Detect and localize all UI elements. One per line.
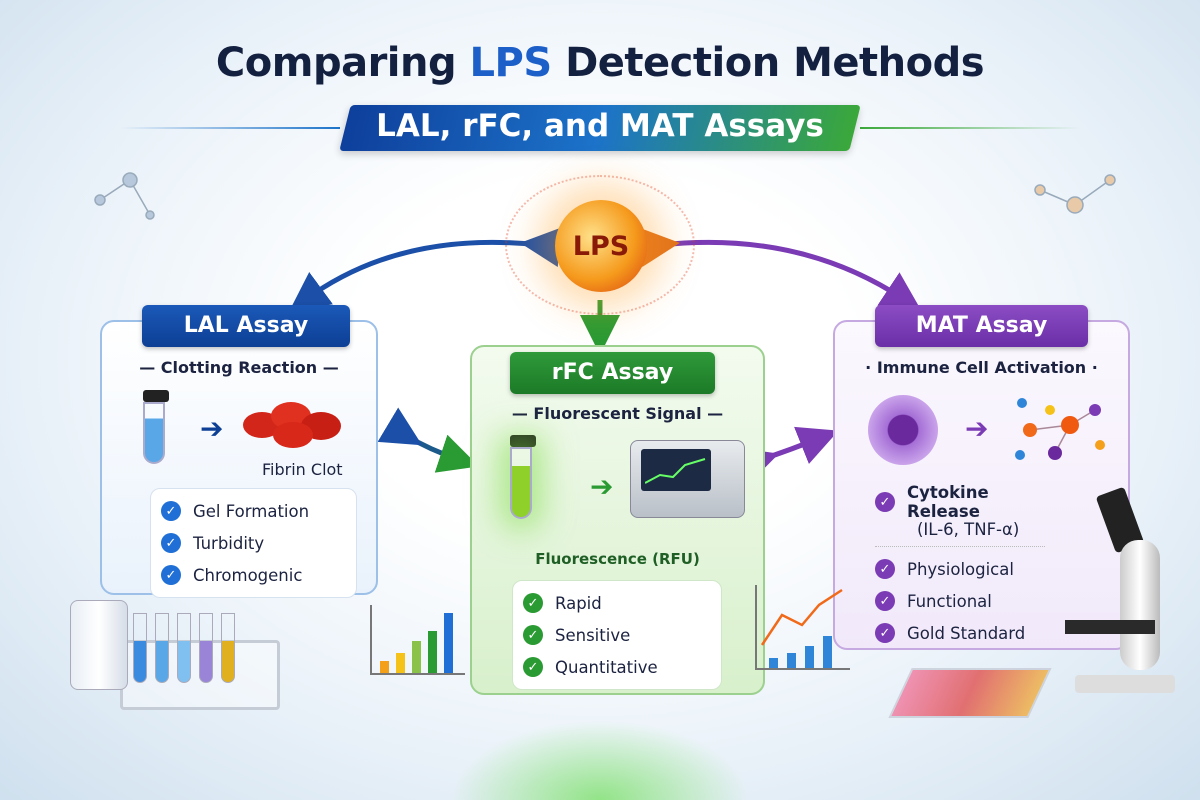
vial-icon [70,600,128,690]
cytokine-molecules-icon [1015,398,1105,460]
lal-header: LAL Assay [142,305,350,347]
rfc-header: rFC Assay [510,352,715,394]
check-icon: ✓ [161,501,181,521]
divider [875,546,1045,547]
test-tube-icon [143,390,169,464]
test-tube-rack-icon [120,613,280,710]
line-chart-icon [755,585,850,670]
check-icon: ✓ [523,593,543,613]
list-item: ✓Cytokine Release [875,483,1045,521]
rfc-section-title: — Fluorescent Signal — [511,404,724,423]
immune-cell-icon [868,395,938,465]
check-icon: ✓ [161,533,181,553]
rfc-feature-list: ✓Rapid ✓Sensitive ✓Quantitative [512,580,722,690]
arrow-icon: ➔ [200,412,224,445]
bar-chart-icon [370,605,465,675]
lal-feature-list: ✓Gel Formation ✓Turbidity ✓Chromogenic [150,488,357,598]
fluorometer-icon [630,440,745,518]
mat-header: MAT Assay [875,305,1088,347]
check-icon: ✓ [523,625,543,645]
list-item: ✓Functional [875,585,1045,617]
list-item: ✓Rapid [523,587,711,619]
arrow-lps-mat [637,227,922,312]
check-icon: ✓ [875,492,895,512]
signal-graph-icon [645,458,706,484]
arrow-rfc-mat [734,426,839,486]
well-plate-icon [888,668,1052,718]
check-icon: ✓ [875,623,895,643]
list-item: ✓Sensitive [523,619,711,651]
divider [860,127,1080,129]
arrow-icon: ➔ [590,470,614,503]
mat-feature-list: ✓Cytokine Release (IL-6, TNF-α) ✓Physiol… [865,480,1055,655]
test-tube-icon [510,435,536,519]
microscope-icon [1065,486,1175,700]
lps-bacteria-ring [505,175,695,315]
check-icon: ✓ [875,559,895,579]
list-item: ✓Gold Standard [875,617,1045,649]
subtitle: LAL, rFC, and MAT Assays [376,108,824,144]
arrow-lal-rfc [377,407,479,473]
fibrin-clot-label: Fibrin Clot [262,460,343,479]
mat-section-title: · Immune Cell Activation · [865,358,1098,377]
list-item: ✓Quantitative [523,651,711,683]
check-icon: ✓ [875,591,895,611]
list-item: ✓Chromogenic [161,559,346,591]
divider [120,127,340,129]
fibrin-clot-icon [243,400,353,450]
list-item: ✓Physiological [875,553,1045,585]
page-title: Comparing LPS Detection Methods [215,40,985,86]
list-item: ✓Turbidity [161,527,346,559]
lal-section-title: — Clotting Reaction — [139,358,339,377]
fluorescence-label: Fluorescence (RFU) [535,550,700,568]
list-item: ✓Gel Formation [161,495,346,527]
check-icon: ✓ [161,565,181,585]
arrow-icon: ➔ [965,412,989,445]
cytokine-names: (IL-6, TNF-α) [917,519,1020,539]
green-glow [450,720,750,800]
check-icon: ✓ [523,657,543,677]
molecule-decoration [94,172,1116,220]
